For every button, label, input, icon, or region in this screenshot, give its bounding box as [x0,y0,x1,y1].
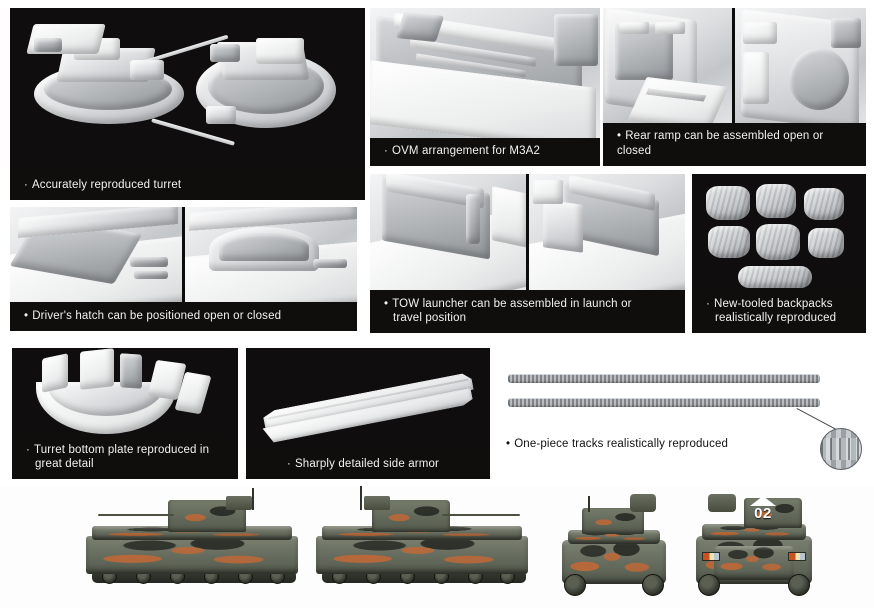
caption-side-armor: ·Sharply detailed side armor [246,450,490,479]
caption-bullet: • [384,298,389,310]
backpack-item [804,188,844,220]
panel-turret: ·Accurately reproduced turret [10,8,365,200]
track-detail-magnifier [820,428,862,470]
rear-ramp-open-photo [603,8,732,138]
caption-bullet: · [26,444,30,456]
caption-text: One-piece tracks realistically reproduce… [514,437,729,450]
backpack-item [756,224,800,260]
tow-travel-photo [370,174,526,290]
caption-rear-ramp: •Rear ramp can be assembled open or clos… [603,123,866,166]
caption-bullet: · [24,178,28,191]
caption-text-line2: realistically reproduced [715,312,837,324]
caption-text: Sharply detailed side armor [294,457,440,470]
panel-one-piece-tracks: •One-piece tracks realistically reproduc… [498,348,874,481]
caption-bullet: · [384,144,388,157]
caption-bullet: · [706,298,710,310]
model-front-view [554,492,674,600]
rear-ramp-closed-photo [732,8,866,138]
ovm-render [370,8,600,152]
caption-bullet: · [286,457,291,470]
panel-ovm: ·OVM arrangement for M3A2 [370,8,600,166]
turret-render [10,8,365,166]
hatch-open-photo [10,207,182,302]
unit-chevron-marking [750,496,776,506]
panel-backpacks: ·New-tooled backpacks realistically repr… [692,174,866,333]
caption-turret-bottom-plate: ·Turret bottom plate reproduced in great… [12,437,238,479]
track-strip-lower [508,398,820,407]
tow-launch-photo [526,174,685,290]
caption-turret: ·Accurately reproduced turret [10,171,365,200]
caption-text-line1: TOW launcher can be assembled in launch … [392,298,632,310]
backpack-item [808,228,844,258]
hatch-closed-photo [182,207,357,302]
rear-ramp-photos [603,8,866,138]
turret-bottom-plate-render [12,348,238,443]
caption-text: Driver's hatch can be positioned open or… [32,309,282,322]
caption-text: Rear ramp can be assembled open or close… [617,130,824,157]
caption-bullet: • [24,309,29,322]
caption-text-line2: great detail [35,458,94,470]
backpack-item [706,186,750,220]
marker-light-right [788,552,806,561]
caption-bullet: • [506,437,511,450]
caption-text-line1: Turret bottom plate reproduced in [33,444,210,456]
caption-text: Accurately reproduced turret [31,178,182,191]
track-strip-upper [508,374,820,383]
marker-light-left [702,552,720,561]
backpack-item [738,266,812,288]
panel-tow-launcher: •TOW launcher can be assembled in launch… [370,174,685,333]
caption-drivers-hatch: •Driver's hatch can be positioned open o… [10,302,357,331]
model-left-side-view [80,488,310,600]
caption-text-line2: travel position [393,312,467,324]
panel-rear-ramp: •Rear ramp can be assembled open or clos… [603,8,866,166]
one-piece-tracks-render [498,348,874,481]
backpacks-render [692,174,866,295]
panel-turret-bottom-plate: ·Turret bottom plate reproduced in great… [12,348,238,479]
caption-one-piece-tracks: •One-piece tracks realistically reproduc… [498,431,874,460]
panel-drivers-hatch: •Driver's hatch can be positioned open o… [10,207,357,331]
caption-text-line1: New-tooled backpacks [713,298,833,310]
caption-bullet: • [617,130,622,142]
caption-tow-launcher: •TOW launcher can be assembled in launch… [370,291,685,333]
drivers-hatch-photos [10,207,357,302]
tow-launcher-photos [370,174,685,290]
model-rear-view: 02 [690,492,818,600]
side-armor-render [246,348,490,447]
backpack-item [708,226,750,258]
backpack-item [756,184,796,218]
panel-side-armor: ·Sharply detailed side armor [246,348,490,479]
finished-models-row: 02 [0,486,874,608]
caption-text: OVM arrangement for M3A2 [391,144,541,157]
caption-ovm: ·OVM arrangement for M3A2 [370,137,600,166]
model-right-side-view [310,486,540,600]
caption-backpacks: ·New-tooled backpacks realistically repr… [692,291,866,333]
hull-number: 02 [754,505,772,522]
